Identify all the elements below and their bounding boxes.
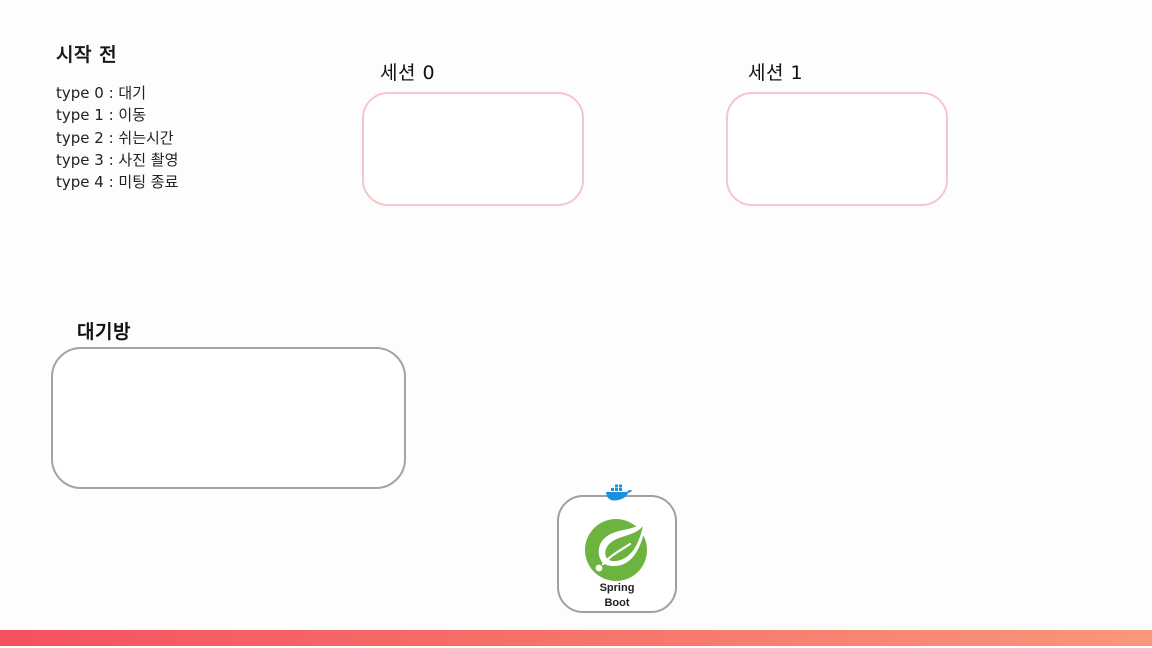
session-1-label: 세션 1 (748, 62, 804, 84)
legend-item-type-1: type 1 : 이동 (56, 106, 147, 125)
page-title: 시작 전 (56, 44, 118, 66)
waiting-room-box (51, 347, 406, 489)
session-1-box (726, 92, 948, 206)
legend-item-type-3: type 3 : 사진 촬영 (56, 150, 179, 169)
spring-boot-leaf-icon (585, 519, 647, 581)
docker-icon (606, 484, 632, 501)
spring-logo-text-line2: Boot (604, 597, 630, 609)
session-0-box (362, 92, 584, 206)
waiting-room-label: 대기방 (77, 321, 131, 343)
legend-item-type-0: type 0 : 대기 (56, 84, 147, 102)
bottom-accent-bar (0, 630, 1152, 646)
type-legend: type 0 : 대기 type 1 : 이동 type 2 : 쉬는시간 ty… (56, 82, 178, 193)
spring-logo-text-line1: Spring (599, 582, 635, 594)
legend-item-type-2: type 2 : 쉬는시간 (56, 128, 174, 147)
legend-item-type-4: type 4 : 미팅 종료 (56, 173, 179, 192)
session-0-label: 세션 0 (380, 62, 436, 84)
